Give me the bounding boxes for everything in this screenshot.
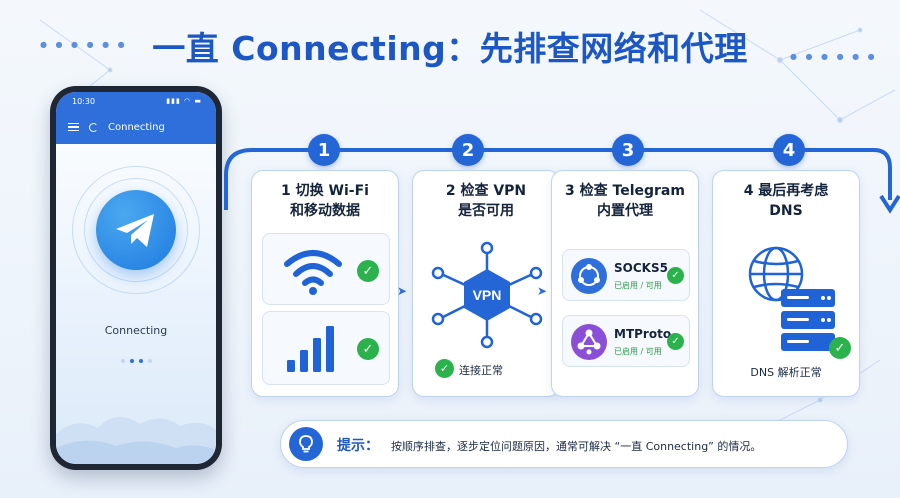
arrow-right-icon: ➤ [397,284,408,298]
phone-connecting-text: Connecting [104,324,168,337]
proxy-socks5-row: SOCKS5 已启用 / 可用 ✓ [562,249,690,301]
step-2-card: 2 检查 VPN 是否可用 VPN ✓ 连接正常 [412,170,560,397]
mtproto-check-icon: ✓ [667,333,684,350]
status-icons: ▮▮▮ ◠ ▬ [166,97,202,105]
step-3-number: 3 [612,134,644,166]
vpn-label: VPN [473,287,502,303]
socks5-icon [571,258,607,294]
proxy-name: SOCKS5 [614,261,668,275]
decorative-dots-right: ● ● ● ● ● ● [790,52,878,61]
vpn-network-icon: VPN [431,241,543,349]
page-title: 一直 Connecting：先排查网络和代理 [152,29,748,68]
decorative-dots-left: ● ● ● ● ● ● [40,40,128,49]
socks5-check-icon: ✓ [667,267,684,284]
cellular-box: ✓ [262,311,390,385]
telegram-logo-area [72,166,200,294]
tip-bar: 提示： 按顺序排查，逐步定位问题原因，通常可解决 “一直 Connecting”… [280,420,848,468]
phone-mockup: 10:30 ▮▮▮ ◠ ▬ Connecting Connecting [50,86,222,470]
wifi-box: ✓ [262,233,390,305]
step-2-title: 2 检查 VPN 是否可用 [445,183,527,219]
phone-status-bar: 10:30 ▮▮▮ ◠ ▬ [56,92,216,110]
tip-label: 提示： [337,438,379,454]
dns-check-icon: ✓ [829,337,851,359]
wifi-icon [284,250,342,295]
step-3-title: 3 检查 Telegram 内置代理 [565,183,685,219]
telegram-logo [96,190,176,270]
tip-text: 按顺序排查，逐步定位问题原因，通常可解决 “一直 Connecting” 的情况… [391,440,762,453]
wifi-check-icon: ✓ [357,260,379,282]
arrow-right-icon: ➤ [537,284,548,298]
server-icon [781,289,835,351]
proxy-mtproto-row: MTProto 已启用 / 可用 ✓ [562,315,690,367]
step-3-card: 3 检查 Telegram 内置代理 SOCKS5 已启用 / 可用 ✓ MTP… [551,170,699,397]
step-1-title: 1 切换 Wi-Fi 和移动数据 [281,183,369,219]
step-4-title: 4 最后再考虑 DNS [743,183,829,219]
lightbulb-icon [289,427,323,461]
step-4-card: 4 最后再考虑 DNS ✓ DNS 解析正常 [712,170,860,397]
loading-dots [56,348,216,367]
menu-icon[interactable] [68,121,79,134]
cellular-signal-icon [287,326,334,372]
dns-status-text: DNS 解析正常 [750,366,822,379]
cellular-check-icon: ✓ [357,338,379,360]
globe-icon [748,246,804,302]
cloud-decoration [56,416,216,464]
app-bar: Connecting [56,110,216,144]
mtproto-icon [571,324,607,360]
step-2-number: 2 [452,134,484,166]
step-1-card: 1 切换 Wi-Fi 和移动数据 ✓ ✓ [251,170,399,397]
step-1-number: 1 [308,134,340,166]
proxy-status: 已启用 / 可用 [614,347,662,356]
vpn-check-icon: ✓ [435,359,454,378]
status-time: 10:30 [72,96,96,106]
proxy-status: 已启用 / 可用 [614,281,662,290]
spinner-icon [89,122,98,132]
app-bar-title: Connecting [108,121,165,133]
proxy-name: MTProto [614,327,672,341]
vpn-status-text: 连接正常 [459,364,503,377]
step-4-number: 4 [773,134,805,166]
phone-screen: 10:30 ▮▮▮ ◠ ▬ Connecting Connecting [56,92,216,464]
